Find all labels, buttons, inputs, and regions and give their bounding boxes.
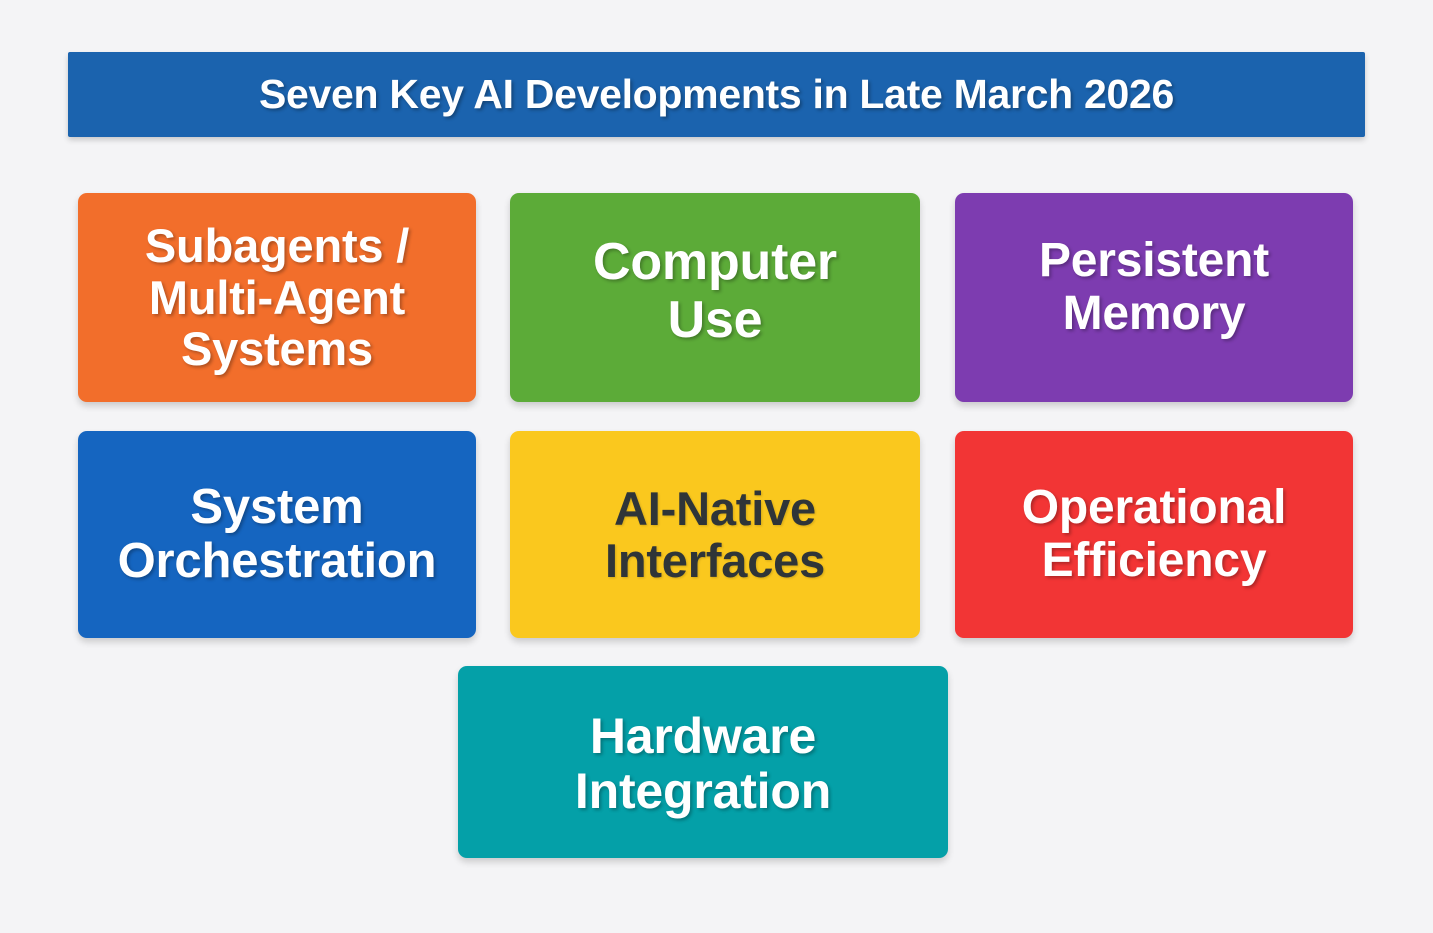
title-banner: Seven Key AI Developments in Late March … xyxy=(68,52,1365,137)
page-title: Seven Key AI Developments in Late March … xyxy=(259,70,1174,117)
